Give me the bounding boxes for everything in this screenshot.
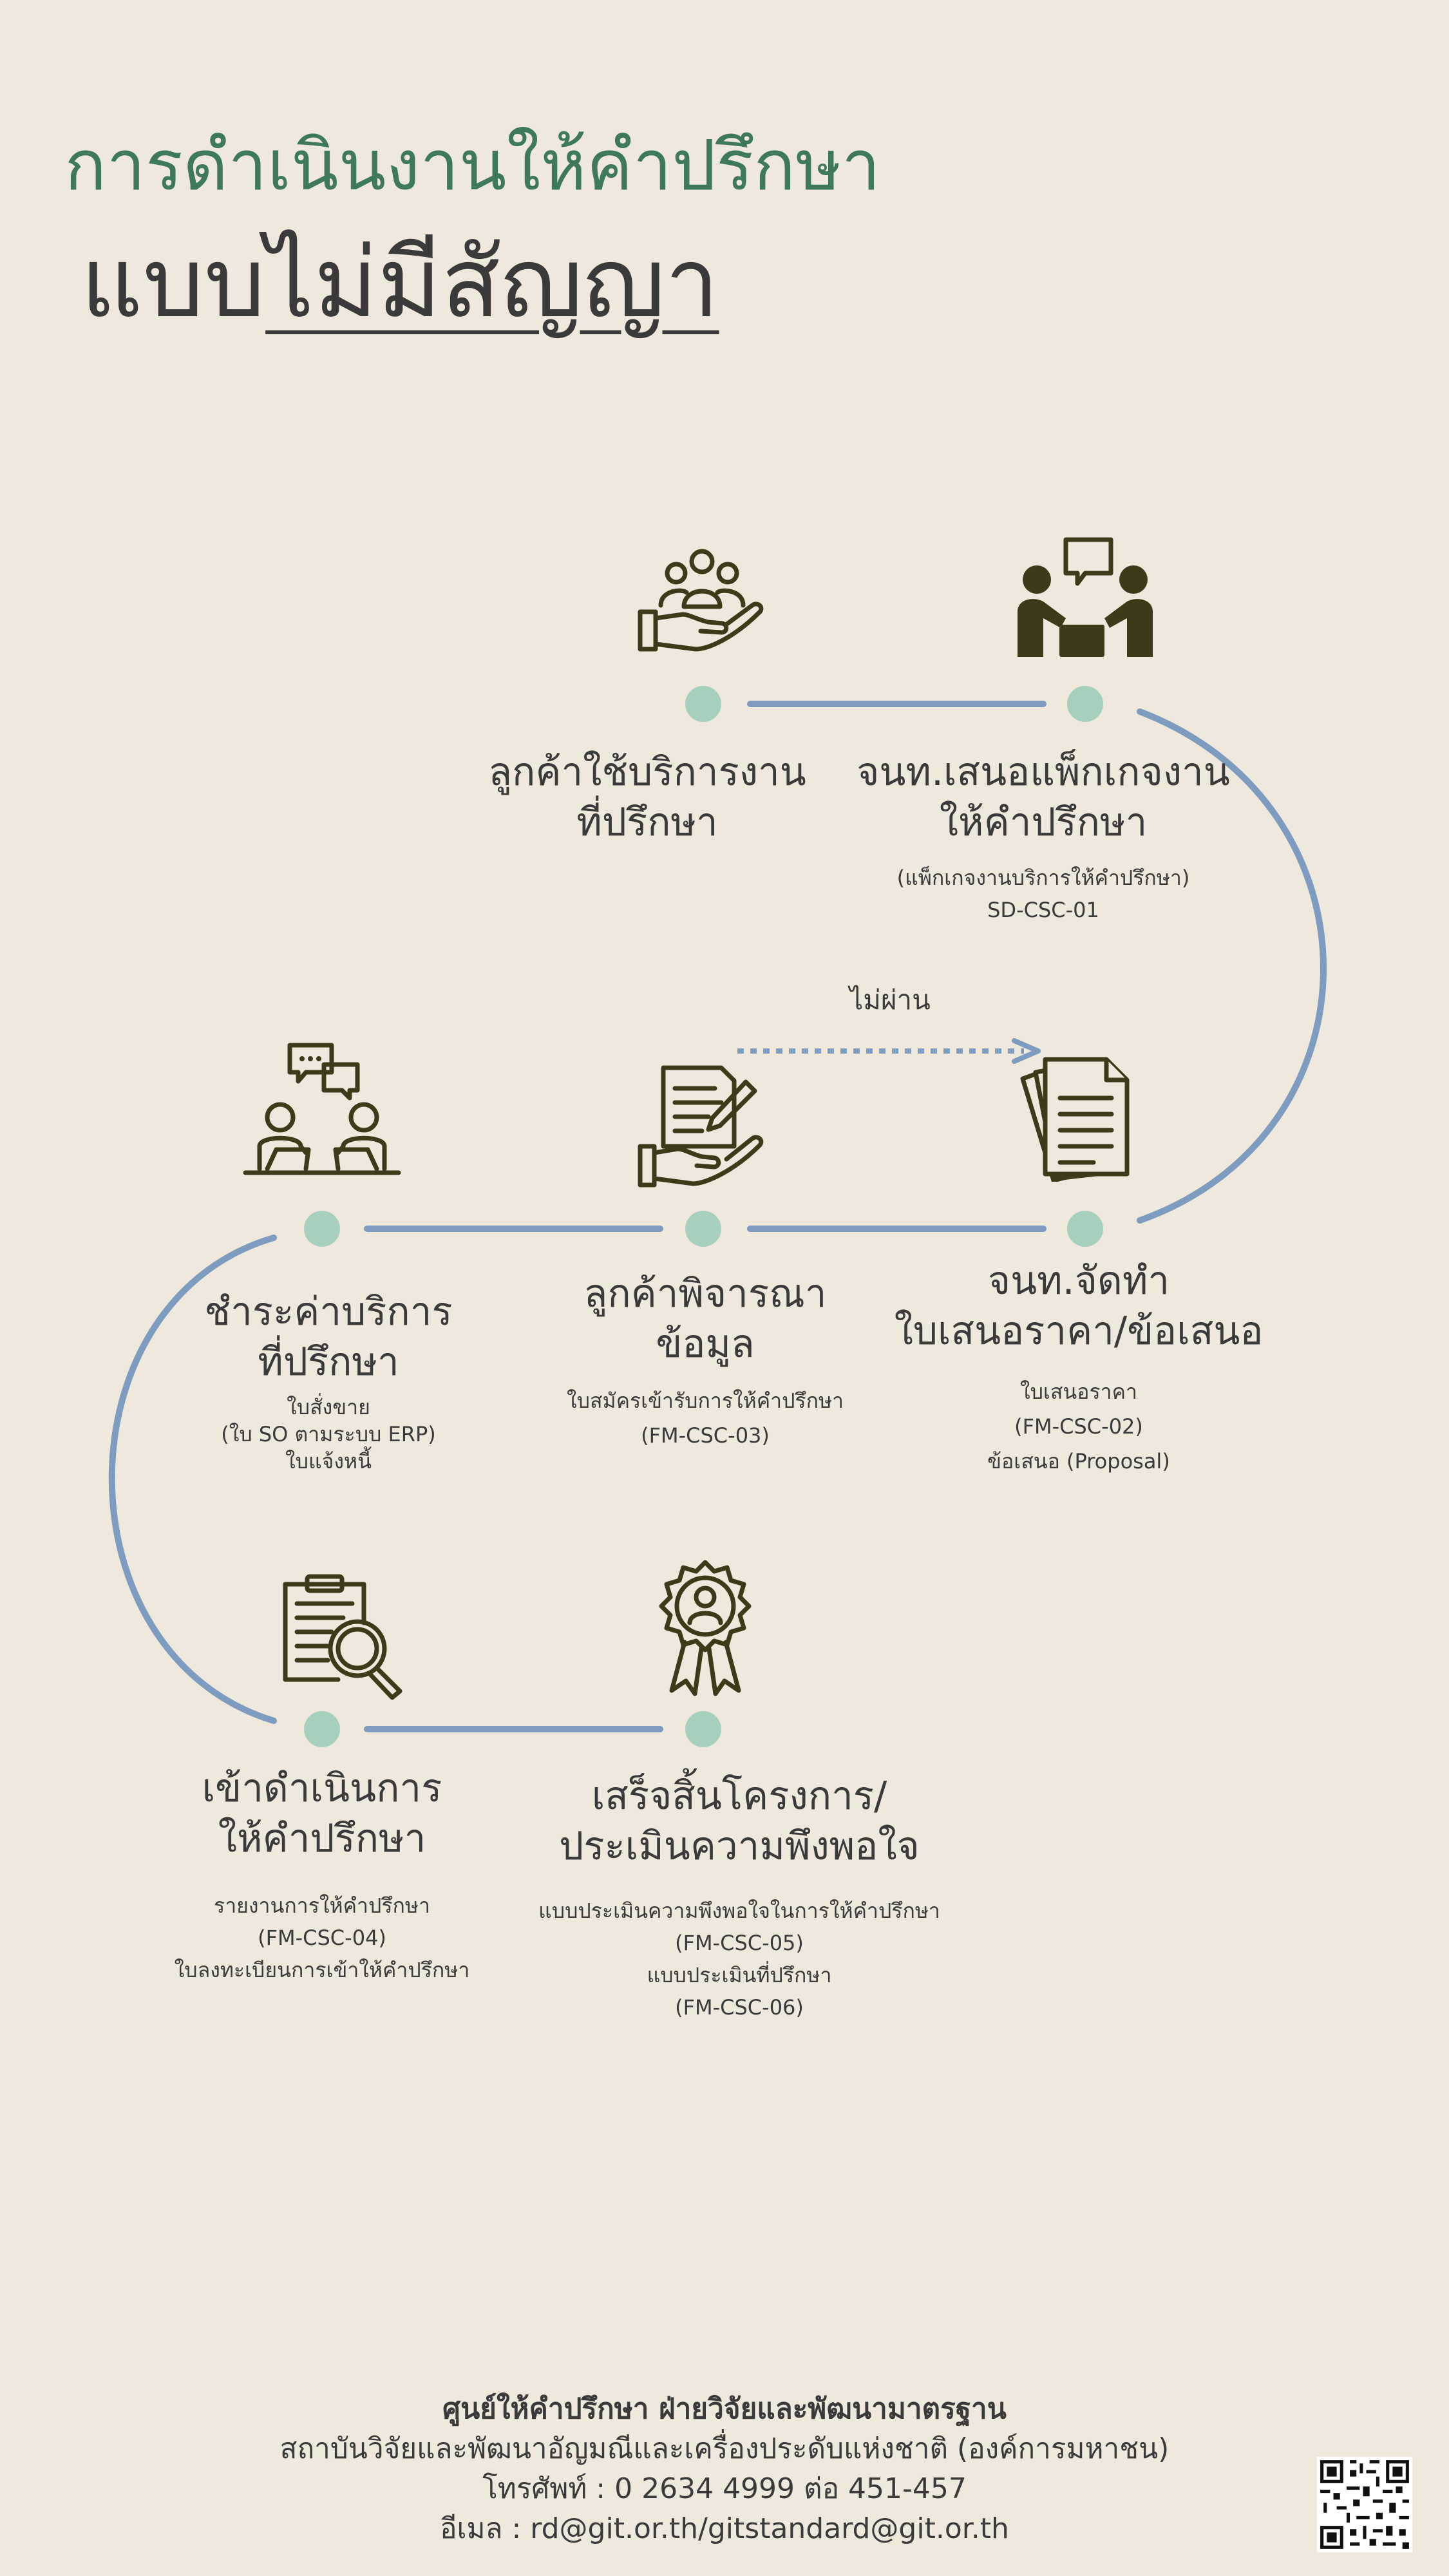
- consultation-meeting-icon: [1018, 537, 1153, 657]
- step-7-doc-line-3: แบบประเมินที่ปรึกษา: [647, 1963, 832, 1987]
- step-4-doc-line-1: ใบสมัครเข้ารับการให้คำปรึกษา: [567, 1388, 844, 1413]
- step-7-doc-line-4: (FM-CSC-06): [675, 1995, 804, 2020]
- step-3-title-2: ใบเสนอราคา/ข้อเสนอ: [894, 1309, 1264, 1354]
- step-7-title-2: ประเมินความพึงพอใจ: [559, 1824, 920, 1869]
- step-6-label: เข้าดำเนินการ ให้คำปรึกษา รายงานการให้คำ…: [175, 1763, 470, 1986]
- step-1-title: ลูกค้าใช้บริการงาน: [488, 750, 806, 795]
- node-3: [1067, 1211, 1103, 1247]
- step-3-doc-line-3: ข้อเสนอ (Proposal): [987, 1449, 1170, 1473]
- page-subtitle: แบบไม่มีสัญญา: [80, 206, 719, 359]
- connector-curve-right: [1137, 708, 1327, 1224]
- node-7: [685, 1711, 721, 1747]
- step-5-title: ชำระค่าบริการ: [204, 1289, 453, 1334]
- report-magnifier-icon: [283, 1574, 402, 1700]
- step-5-label: ชำระค่าบริการ ที่ปรึกษา ใบสั่งขาย (ใบ SO…: [204, 1287, 452, 1475]
- step-1-title-2: ที่ปรึกษา: [576, 800, 718, 845]
- qr-code-icon: [1317, 2457, 1412, 2552]
- step-7-title: เสร็จสิ้นโครงการ/: [591, 1774, 887, 1819]
- step-6-title-2: ให้คำปรึกษา: [218, 1816, 426, 1861]
- step-5-doc-line-2: (ใบ SO ตามระบบ ERP): [221, 1422, 436, 1446]
- step-4-title-2: ข้อมูล: [656, 1321, 755, 1367]
- step-6-doc: รายงานการให้คำปรึกษา (FM-CSC-04) ใบลงทะเ…: [175, 1889, 470, 1986]
- step-3-doc-line-2: (FM-CSC-02): [1014, 1414, 1143, 1439]
- footer-contact: ศูนย์ให้คำปรึกษา ฝ่ายวิจัยและพัฒนามาตรฐา…: [280, 2389, 1170, 2549]
- step-5-doc-line-1: ใบสั่งขาย: [287, 1395, 370, 1419]
- step-5-doc: ใบสั่งขาย (ใบ SO ตามระบบ ERP) ใบแจ้งหนี้: [204, 1394, 452, 1475]
- discussion-meeting-icon: [243, 1043, 401, 1175]
- step-4-doc-line-2: (FM-CSC-03): [641, 1423, 770, 1448]
- connector-curve-left: [108, 1235, 277, 1724]
- step-6-title: เข้าดำเนินการ: [202, 1766, 442, 1811]
- step-2-label: จนท.เสนอแพ็กเกจงาน ให้คำปรึกษา (แพ็กเกจง…: [857, 747, 1230, 926]
- step-5-title-2: ที่ปรึกษา: [258, 1340, 399, 1385]
- fail-label: ไม่ผ่าน: [849, 984, 931, 1016]
- step-6-doc-line-1: รายงานการให้คำปรึกษา: [214, 1893, 430, 1918]
- step-2-title: จนท.เสนอแพ็กเกจงาน: [857, 750, 1230, 795]
- step-2-doc-line-1: (แพ็กเกจงานบริการให้คำปรึกษา): [896, 866, 1190, 890]
- subtitle-underlined: ไม่มีสัญญา: [265, 227, 719, 339]
- step-3-doc-line-1: ใบเสนอราคา: [1019, 1379, 1138, 1404]
- subtitle-prefix: แบบ: [80, 227, 266, 339]
- step-4-doc: ใบสมัครเข้ารับการให้คำปรึกษา (FM-CSC-03): [567, 1383, 844, 1453]
- node-1: [685, 686, 721, 722]
- fail-arrowhead: [1012, 1038, 1041, 1064]
- award-badge-icon: [659, 1560, 752, 1696]
- step-4-label: ลูกค้าพิจารณา ข้อมูล ใบสมัครเข้ารับการให…: [567, 1269, 844, 1453]
- step-7-doc-line-2: (FM-CSC-05): [675, 1931, 804, 1955]
- footer-institute: สถาบันวิจัยและพัฒนาอัญมณีและเครื่องประดั…: [279, 2432, 1170, 2465]
- step-7-doc-line-1: แบบประเมินความพึงพอใจในการให้คำปรึกษา: [538, 1899, 940, 1923]
- footer-phone: โทรศัพท์ : 0 2634 4999 ต่อ 451-457: [482, 2472, 967, 2505]
- step-5-doc-line-3: ใบแจ้งหนี้: [285, 1449, 372, 1473]
- node-2: [1067, 686, 1103, 722]
- customer-service-hand-icon: [638, 549, 764, 652]
- documents-stack-icon: [1020, 1057, 1130, 1182]
- node-4: [685, 1211, 721, 1247]
- node-5: [304, 1211, 340, 1247]
- footer-org-unit: ศูนย์ให้คำปรึกษา ฝ่ายวิจัยและพัฒนามาตรฐา…: [442, 2392, 1007, 2425]
- node-6: [304, 1711, 340, 1747]
- step-2-title-2: ให้คำปรึกษา: [939, 800, 1148, 845]
- step-2-doc: (แพ็กเกจงานบริการให้คำปรึกษา) SD-CSC-01: [857, 862, 1230, 926]
- step-7-label: เสร็จสิ้นโครงการ/ ประเมินความพึงพอใจ แบบ…: [538, 1771, 940, 2023]
- page-title: การดำเนินงานให้คำปรึกษา: [64, 126, 881, 206]
- form-signing-hand-icon: [638, 1065, 764, 1188]
- step-6-doc-line-2: (FM-CSC-04): [258, 1926, 386, 1950]
- step-3-title: จนท.จัดทำ: [987, 1258, 1170, 1303]
- step-1-label: ลูกค้าใช้บริการงาน ที่ปรึกษา: [488, 747, 806, 848]
- step-7-doc: แบบประเมินความพึงพอใจในการให้คำปรึกษา (F…: [538, 1895, 940, 2023]
- step-6-doc-line-3: ใบลงทะเบียนการเข้าให้คำปรึกษา: [174, 1958, 470, 1982]
- footer-email[interactable]: อีเมล : rd@git.or.th/gitstandard@git.or.…: [440, 2512, 1009, 2545]
- step-3-label: จนท.จัดทำ ใบเสนอราคา/ข้อเสนอ ใบเสนอราคา …: [895, 1256, 1264, 1479]
- step-4-title: ลูกค้าพิจารณา: [583, 1271, 827, 1316]
- step-3-doc: ใบเสนอราคา (FM-CSC-02) ข้อเสนอ (Proposal…: [895, 1374, 1264, 1479]
- step-2-doc-line-2: SD-CSC-01: [987, 898, 1099, 922]
